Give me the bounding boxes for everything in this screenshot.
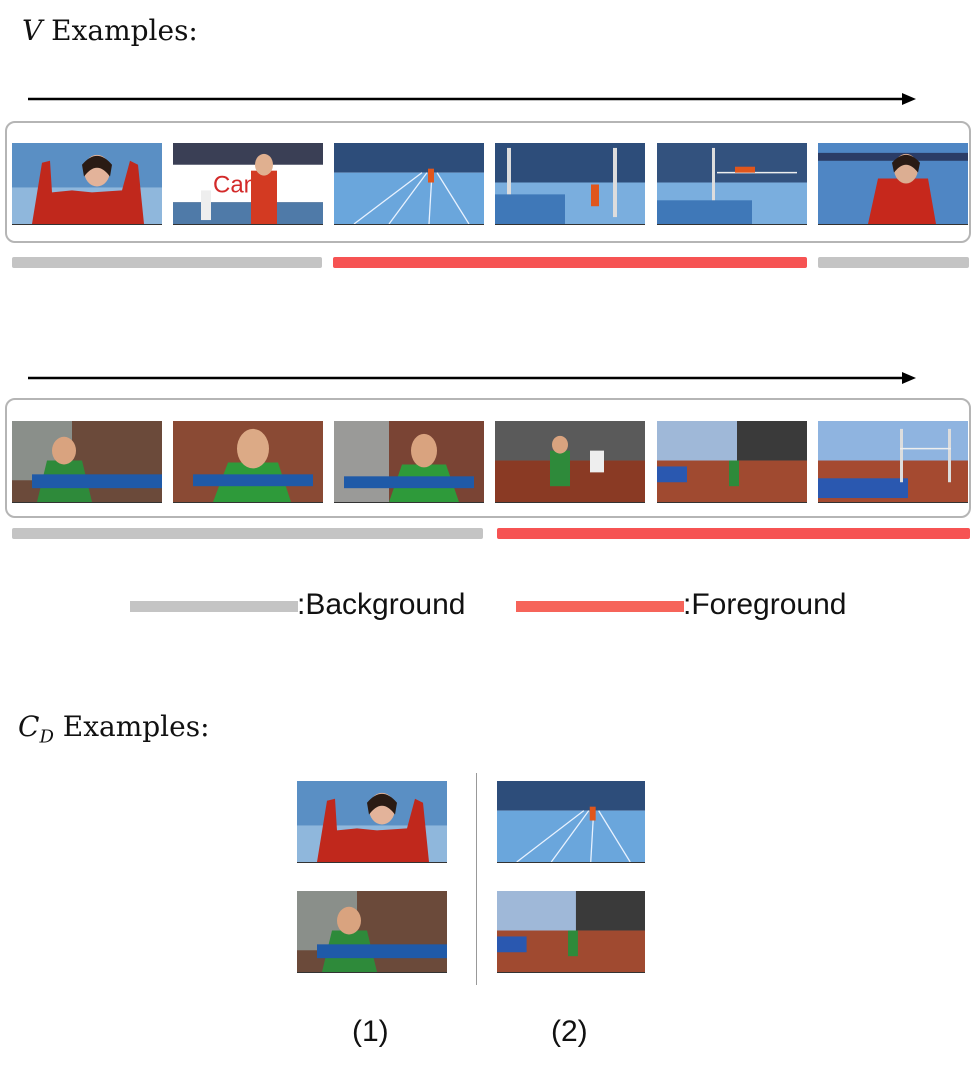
- background-legend-label: :Background: [297, 588, 466, 621]
- cd-examples-heading: CD Examples:: [18, 710, 210, 748]
- row1-frame-6: [818, 143, 968, 225]
- row2-frame-6: [818, 421, 968, 503]
- cd-heading-text: Examples:: [62, 710, 210, 743]
- column-label-2: (2): [551, 1015, 588, 1048]
- foreground-segment-bar: [497, 528, 970, 539]
- cd-col2-frame-1: [497, 781, 645, 863]
- row2-frame-1: [12, 421, 162, 503]
- timeline-arrow-row1: [28, 93, 916, 105]
- cd-col1-frame-1: [297, 781, 447, 863]
- frame-strip-row1: [5, 121, 971, 243]
- cd-col1-frame-2: [297, 891, 447, 973]
- row1-frame-2: Cano: [173, 143, 323, 225]
- background-segment-bar: [818, 257, 969, 268]
- background-segment-bar: [12, 257, 322, 268]
- column-divider: [476, 773, 477, 985]
- row2-frame-3: [334, 421, 484, 503]
- timeline-arrow-row2: [28, 372, 916, 384]
- foreground-segment-bar: [333, 257, 807, 268]
- cd-col2-frame-2: [497, 891, 645, 973]
- background-segment-bar: [12, 528, 483, 539]
- foreground-legend-label: :Foreground: [683, 588, 847, 621]
- frame-strip-row2: [5, 398, 971, 518]
- row1-frame-1: [12, 143, 162, 225]
- row2-frame-4: [495, 421, 645, 503]
- row1-frame-4: [495, 143, 645, 225]
- foreground-legend-swatch: [516, 601, 684, 612]
- background-legend-swatch: [130, 601, 298, 612]
- row2-frame-5: [657, 421, 807, 503]
- row1-frame-3: [334, 143, 484, 225]
- v-examples-heading: V Examples:: [22, 14, 198, 47]
- cd-symbol: C: [18, 710, 40, 743]
- v-heading-text: Examples:: [51, 14, 198, 47]
- row1-frame-5: [657, 143, 807, 225]
- row2-frame-2: [173, 421, 323, 503]
- cd-subscript: D: [39, 726, 54, 748]
- v-symbol: V: [22, 14, 43, 47]
- column-label-1: (1): [352, 1015, 389, 1048]
